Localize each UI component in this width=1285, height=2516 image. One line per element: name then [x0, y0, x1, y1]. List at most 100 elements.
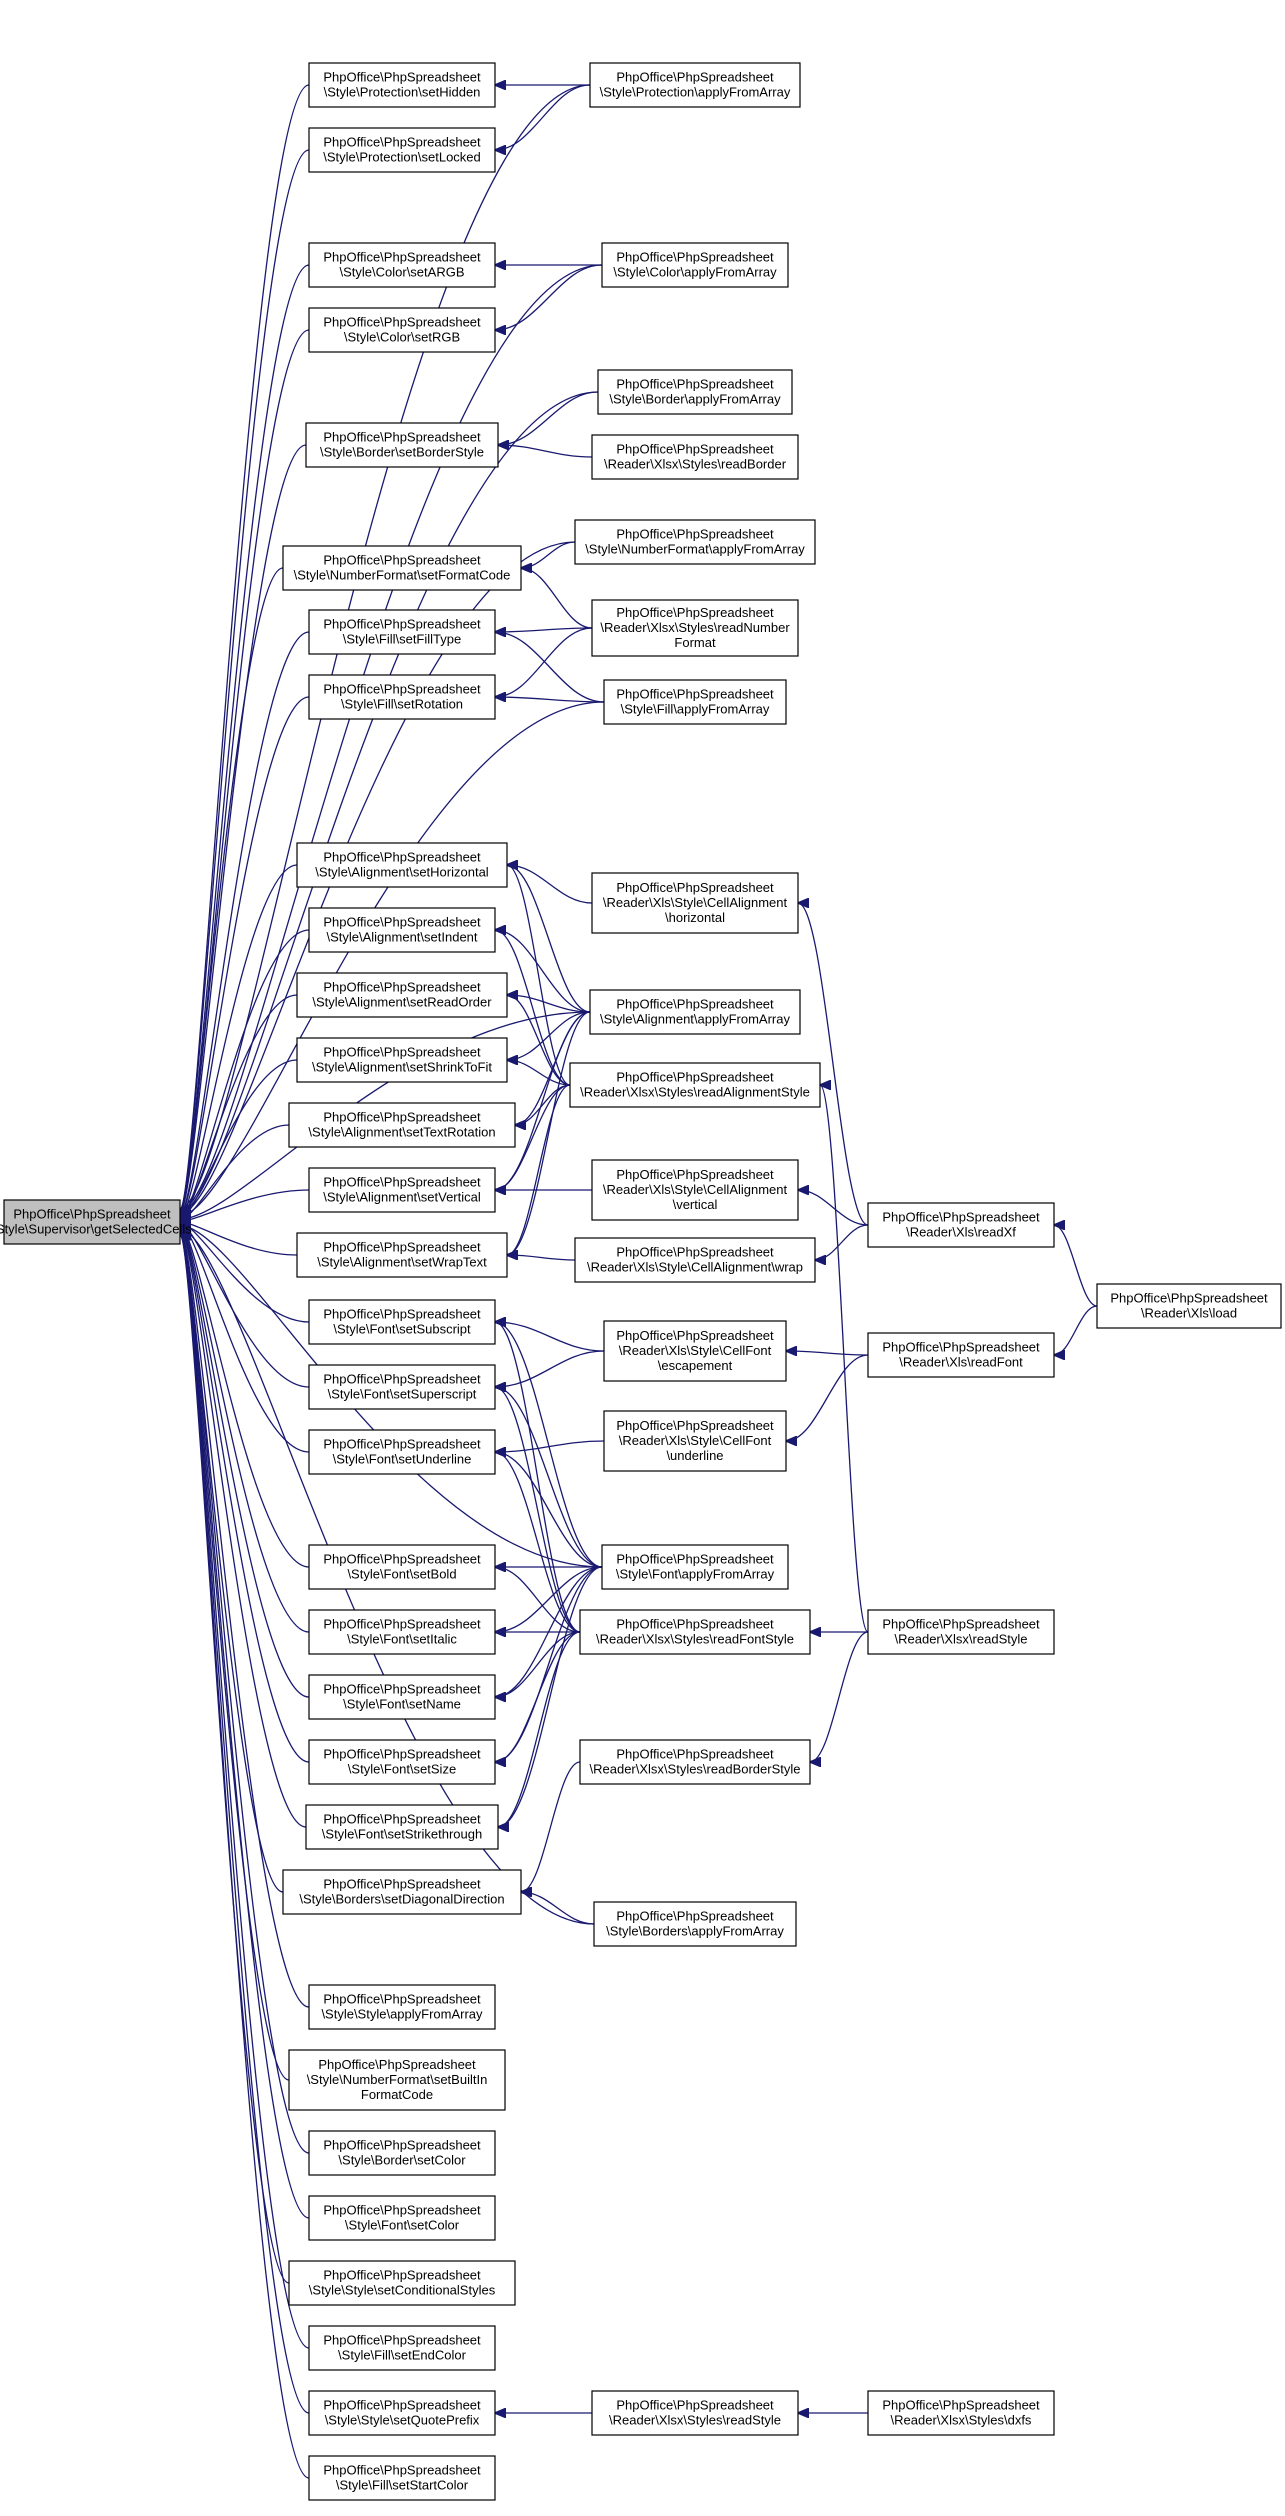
node-xlsx-dxfs[interactable]: PhpOffice\PhpSpreadsheet\Reader\Xlsx\Sty…	[867, 2390, 1055, 2436]
node-al-applyFromArray[interactable]: PhpOffice\PhpSpreadsheet\Style\Alignment…	[589, 989, 801, 1035]
node-box	[308, 2130, 496, 2176]
node-xlsx-readBorderStyle[interactable]: PhpOffice\PhpSpreadsheet\Reader\Xlsx\Sty…	[579, 1739, 811, 1785]
node-font-setItalic[interactable]: PhpOffice\PhpSpreadsheet\Style\Font\setI…	[308, 1609, 496, 1655]
node-label-line: PhpOffice\PhpSpreadsheet	[616, 527, 774, 542]
node-xlsx-readFontStyle[interactable]: PhpOffice\PhpSpreadsheet\Reader\Xlsx\Sty…	[579, 1609, 811, 1655]
node-fill-setStartColor[interactable]: PhpOffice\PhpSpreadsheet\Style\Fill\setS…	[308, 2455, 496, 2501]
node-fill-setFillType[interactable]: PhpOffice\PhpSpreadsheet\Style\Fill\setF…	[308, 609, 496, 655]
node-box	[591, 1159, 799, 1221]
node-al-setReadOrder[interactable]: PhpOffice\PhpSpreadsheet\Style\Alignment…	[296, 972, 508, 1018]
node-al-setWrapText[interactable]: PhpOffice\PhpSpreadsheet\Style\Alignment…	[296, 1232, 508, 1278]
call-edge	[495, 1322, 605, 1352]
node-xls-readFont[interactable]: PhpOffice\PhpSpreadsheet\Reader\Xls\read…	[867, 1332, 1055, 1378]
node-fill-setRotation[interactable]: PhpOffice\PhpSpreadsheet\Style\Fill\setR…	[308, 674, 496, 720]
node-font-setSubscript[interactable]: PhpOffice\PhpSpreadsheet\Style\Font\setS…	[308, 1299, 496, 1345]
node-al-setTextRotation[interactable]: PhpOffice\PhpSpreadsheet\Style\Alignment…	[288, 1102, 516, 1148]
node-nf-applyFromArray[interactable]: PhpOffice\PhpSpreadsheet\Style\NumberFor…	[574, 519, 816, 565]
node-label-line: PhpOffice\PhpSpreadsheet	[616, 1070, 774, 1085]
node-prot-setLocked[interactable]: PhpOffice\PhpSpreadsheet\Style\Protectio…	[308, 127, 496, 173]
node-al-setIndent[interactable]: PhpOffice\PhpSpreadsheet\Style\Alignment…	[308, 907, 496, 953]
node-box	[597, 369, 793, 415]
node-fill-applyFromArray[interactable]: PhpOffice\PhpSpreadsheet\Style\Fill\appl…	[603, 679, 787, 725]
node-xls-cf-escapement[interactable]: PhpOffice\PhpSpreadsheet\Reader\Xls\Styl…	[603, 1320, 787, 1382]
node-borders-applyFromArray[interactable]: PhpOffice\PhpSpreadsheet\Style\Borders\a…	[593, 1901, 797, 1947]
node-box	[579, 1609, 811, 1655]
call-edge	[180, 1222, 298, 1256]
node-box	[603, 1320, 787, 1382]
node-style-setConditionalStyles[interactable]: PhpOffice\PhpSpreadsheet\Style\Style\set…	[288, 2260, 516, 2306]
node-style-applyFromArray[interactable]: PhpOffice\PhpSpreadsheet\Style\Style\app…	[308, 1984, 496, 2030]
call-edge	[495, 84, 591, 150]
call-edge	[180, 1225, 310, 1568]
node-border-setBorderStyle[interactable]: PhpOffice\PhpSpreadsheet\Style\Border\se…	[305, 422, 499, 468]
node-al-setHorizontal[interactable]: PhpOffice\PhpSpreadsheet\Style\Alignment…	[296, 842, 508, 888]
node-xlsx-readNumberFormat[interactable]: PhpOffice\PhpSpreadsheet\Reader\Xlsx\Sty…	[591, 599, 799, 657]
node-xlsx-readStyle[interactable]: PhpOffice\PhpSpreadsheet\Reader\Xlsx\rea…	[867, 1609, 1055, 1655]
node-al-setShrinkToFit[interactable]: PhpOffice\PhpSpreadsheet\Style\Alignment…	[296, 1037, 508, 1083]
node-xlsx-readBorder[interactable]: PhpOffice\PhpSpreadsheet\Reader\Xlsx\Sty…	[591, 434, 799, 480]
node-font-setName[interactable]: PhpOffice\PhpSpreadsheet\Style\Font\setN…	[308, 1674, 496, 1720]
node-box	[574, 519, 816, 565]
node-box	[1096, 1283, 1282, 1329]
node-label-line: PhpOffice\PhpSpreadsheet	[323, 315, 481, 330]
node-box	[593, 1901, 797, 1947]
call-edge	[180, 1232, 310, 2154]
node-font-setSuperscript[interactable]: PhpOffice\PhpSpreadsheet\Style\Font\setS…	[308, 1364, 496, 1410]
node-label-line: PhpOffice\PhpSpreadsheet	[323, 617, 481, 632]
node-label-line: PhpOffice\PhpSpreadsheet	[882, 2398, 1040, 2413]
node-label-line: PhpOffice\PhpSpreadsheet	[323, 1437, 481, 1452]
node-label-line: PhpOffice\PhpSpreadsheet	[882, 1617, 1040, 1632]
node-xlsx-readStyleQ[interactable]: PhpOffice\PhpSpreadsheet\Reader\Xlsx\Sty…	[591, 2390, 799, 2436]
node-al-setVertical[interactable]: PhpOffice\PhpSpreadsheet\Style\Alignment…	[308, 1167, 496, 1213]
node-font-setSize[interactable]: PhpOffice\PhpSpreadsheet\Style\Font\setS…	[308, 1739, 496, 1785]
node-label-line: PhpOffice\PhpSpreadsheet	[616, 1245, 774, 1260]
call-edge	[180, 696, 310, 1216]
node-color-setARGB[interactable]: PhpOffice\PhpSpreadsheet\Style\Color\set…	[308, 242, 496, 288]
call-edge	[798, 1190, 869, 1226]
node-xls-ca-horizontal[interactable]: PhpOffice\PhpSpreadsheet\Reader\Xls\Styl…	[591, 872, 799, 934]
call-edge	[498, 1631, 581, 1827]
node-box	[308, 2195, 496, 2241]
node-label-line: \Style\Font\setSuperscript	[328, 1387, 477, 1402]
call-edge	[495, 627, 593, 697]
node-nf-setFormatCode[interactable]: PhpOffice\PhpSpreadsheet\Style\NumberFor…	[282, 545, 522, 591]
node-font-setColor[interactable]: PhpOffice\PhpSpreadsheet\Style\Font\setC…	[308, 2195, 496, 2241]
node-label-line: PhpOffice\PhpSpreadsheet	[323, 1812, 481, 1827]
node-label-line: PhpOffice\PhpSpreadsheet	[616, 2398, 774, 2413]
node-label-line: \Style\Fill\setEndColor	[338, 2348, 467, 2363]
node-xls-readXf[interactable]: PhpOffice\PhpSpreadsheet\Reader\Xls\read…	[867, 1202, 1055, 1248]
call-edge	[521, 568, 593, 629]
node-box	[308, 127, 496, 173]
node-style-setQuotePrefix[interactable]: PhpOffice\PhpSpreadsheet\Style\Style\set…	[308, 2390, 496, 2436]
node-label-line: PhpOffice\PhpSpreadsheet	[323, 70, 481, 85]
node-xls-load[interactable]: PhpOffice\PhpSpreadsheet\Reader\Xls\load	[1096, 1283, 1282, 1329]
node-prot-setHidden[interactable]: PhpOffice\PhpSpreadsheet\Style\Protectio…	[308, 62, 496, 108]
node-box	[308, 2325, 496, 2371]
node-box	[308, 674, 496, 720]
call-edge	[507, 1060, 571, 1086]
node-border-applyFromArray[interactable]: PhpOffice\PhpSpreadsheet\Style\Border\ap…	[597, 369, 793, 415]
node-prot-applyFromArray[interactable]: PhpOffice\PhpSpreadsheet\Style\Protectio…	[589, 62, 801, 108]
call-edge	[180, 1233, 290, 2284]
node-color-setRGB[interactable]: PhpOffice\PhpSpreadsheet\Style\Color\set…	[308, 307, 496, 353]
node-xls-cf-underline[interactable]: PhpOffice\PhpSpreadsheet\Reader\Xls\Styl…	[603, 1410, 787, 1472]
node-border-setColor[interactable]: PhpOffice\PhpSpreadsheet\Style\Border\se…	[308, 2130, 496, 2176]
node-font-setUnderline[interactable]: PhpOffice\PhpSpreadsheet\Style\Font\setU…	[308, 1429, 496, 1475]
node-font-setStrikethrough[interactable]: PhpOffice\PhpSpreadsheet\Style\Font\setS…	[305, 1804, 499, 1850]
call-edge	[180, 149, 310, 1210]
node-box	[603, 679, 787, 725]
node-label-line: \Style\Supervisor\getSelectedCells	[0, 1222, 192, 1237]
node-label-line: \Reader\Xlsx\Styles\readFontStyle	[596, 1632, 794, 1647]
node-nf-setBuiltInFormatCode[interactable]: PhpOffice\PhpSpreadsheet\Style\NumberFor…	[288, 2049, 506, 2111]
node-color-applyFromArray[interactable]: PhpOffice\PhpSpreadsheet\Style\Color\app…	[601, 242, 789, 288]
node-label-line: \Style\Style\applyFromArray	[321, 2007, 483, 2022]
node-root[interactable]: PhpOffice\PhpSpreadsheet\Style\Superviso…	[0, 1199, 192, 1245]
node-borders-setDiagonalDirection[interactable]: PhpOffice\PhpSpreadsheet\Style\Borders\s…	[282, 1869, 522, 1915]
node-font-applyFromArray[interactable]: PhpOffice\PhpSpreadsheet\Style\Font\appl…	[601, 1544, 789, 1590]
node-xlsx-readAlignmentStyle[interactable]: PhpOffice\PhpSpreadsheet\Reader\Xlsx\Sty…	[569, 1062, 821, 1108]
node-xls-ca-vertical[interactable]: PhpOffice\PhpSpreadsheet\Reader\Xls\Styl…	[591, 1159, 799, 1221]
node-font-setBold[interactable]: PhpOffice\PhpSpreadsheet\Style\Font\setB…	[308, 1544, 496, 1590]
node-xls-ca-wrap[interactable]: PhpOffice\PhpSpreadsheet\Reader\Xls\Styl…	[574, 1237, 816, 1283]
node-label-line: \Style\Font\setSubscript	[333, 1322, 471, 1337]
node-fill-setEndColor[interactable]: PhpOffice\PhpSpreadsheet\Style\Fill\setE…	[308, 2325, 496, 2371]
